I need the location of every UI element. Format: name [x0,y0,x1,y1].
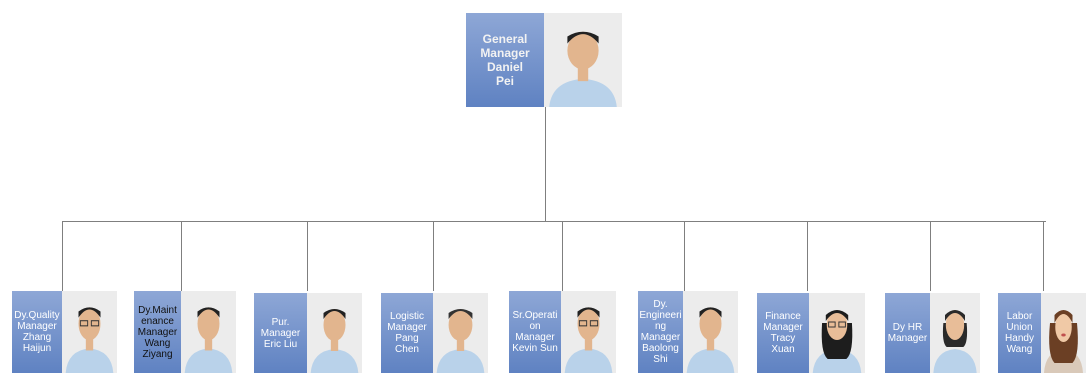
manager-photo-maintenance [181,291,236,373]
gm-vertical-connector [545,107,546,222]
manager-node-finance: Finance Manager Tracy Xuan [757,293,865,373]
horizontal-connector [62,221,1046,222]
manager-label-purchase: Pur. Manager Eric Liu [254,293,307,373]
branch-connector-purchase [307,221,308,291]
manager-node-quality: Dy.Quality Manager Zhang Haijun [12,291,117,373]
manager-label-maintenance: Dy.Maint enance Manager Wang Ziyang [134,291,181,373]
branch-connector-quality [62,221,63,291]
branch-connector-operation [562,221,563,291]
manager-node-operation: Sr.Operati on Manager Kevin Sun [509,291,616,373]
manager-node-purchase: Pur. Manager Eric Liu [254,293,362,373]
branch-connector-engineering [684,221,685,291]
manager-label-hr: Dy HR Manager [885,293,930,373]
branch-connector-logistic [433,221,434,291]
manager-node-maintenance: Dy.Maint enance Manager Wang Ziyang [134,291,236,373]
manager-node-labor: Labor Union Handy Wang [998,293,1086,373]
manager-photo-finance [809,293,865,373]
manager-label-finance: Finance Manager Tracy Xuan [757,293,809,373]
general-manager-photo [544,13,622,107]
manager-photo-engineering [683,291,738,373]
manager-node-logistic: Logistic Manager Pang Chen [381,293,488,373]
manager-label-quality: Dy.Quality Manager Zhang Haijun [12,291,62,373]
manager-photo-hr [930,293,980,373]
manager-photo-operation [561,291,616,373]
manager-photo-logistic [433,293,488,373]
manager-node-hr: Dy HR Manager [885,293,980,373]
manager-label-engineering: Dy. Engineeri ng Manager Baolong Shi [638,291,683,373]
manager-label-labor: Labor Union Handy Wang [998,293,1041,373]
manager-photo-purchase [307,293,362,373]
manager-label-operation: Sr.Operati on Manager Kevin Sun [509,291,561,373]
branch-connector-labor [1043,221,1044,291]
manager-node-engineering: Dy. Engineeri ng Manager Baolong Shi [638,291,738,373]
manager-label-logistic: Logistic Manager Pang Chen [381,293,433,373]
general-manager-label: General Manager Daniel Pei [466,13,544,107]
branch-connector-maintenance [181,221,182,291]
branch-connector-finance [807,221,808,291]
branch-connector-hr [930,221,931,291]
general-manager-node: General Manager Daniel Pei [466,13,622,107]
manager-photo-quality [62,291,117,373]
manager-photo-labor [1041,293,1086,373]
